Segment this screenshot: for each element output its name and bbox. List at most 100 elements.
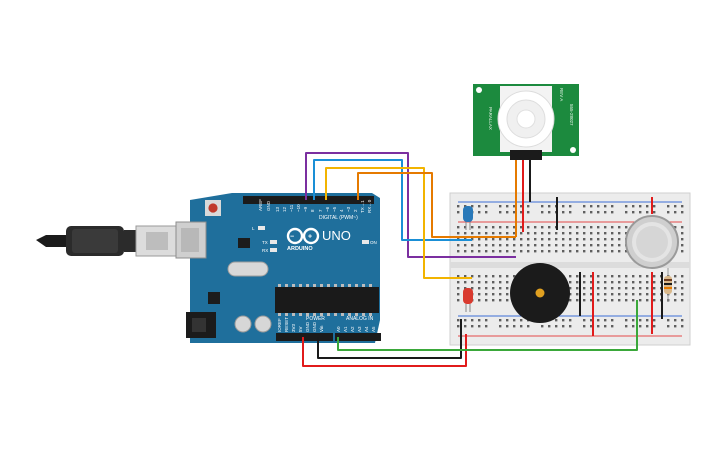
arduino-uno-board[interactable]: − + UNO ARDUINO DIGITAL (PWM~) ANALOG IN… (175, 193, 381, 343)
breadboard-hole (674, 287, 677, 290)
breadboard-hole (464, 287, 467, 290)
breadboard-hole (562, 325, 565, 328)
gnd-pin-label: GND (266, 200, 271, 211)
breadboard-hole (625, 232, 628, 235)
breadboard-hole (618, 250, 621, 253)
digital-pin-label: ~11 (289, 204, 294, 212)
breadboard-hole (548, 232, 551, 235)
breadboard-hole (513, 325, 516, 328)
breadboard-hole (485, 226, 488, 229)
piezo-buzzer[interactable] (510, 263, 570, 323)
breadboard-hole (604, 211, 607, 214)
breadboard-hole (520, 319, 523, 322)
breadboard-hole (499, 226, 502, 229)
wire-green-a0 (337, 300, 638, 351)
breadboard-hole (506, 319, 509, 322)
breadboard-hole (583, 250, 586, 253)
breadboard-hole (513, 211, 516, 214)
breadboard-hole (457, 299, 460, 302)
breadboard-hole (506, 205, 509, 208)
breadboard-hole (674, 299, 677, 302)
breadboard-hole (632, 205, 635, 208)
pir-left-label: PARALLAX (488, 107, 493, 130)
breadboard-hole (569, 299, 572, 302)
pir-right-label: 555-28027 (569, 104, 574, 126)
breadboard-hole (576, 244, 579, 247)
breadboard-hole (485, 319, 488, 322)
breadboard-hole (499, 293, 502, 296)
breadboard-hole (618, 281, 621, 284)
breadboard-hole (457, 281, 460, 284)
blue-led[interactable] (463, 206, 473, 230)
breadboard-hole (513, 319, 516, 322)
pir-motion-sensor[interactable]: PARALLAX 555-28027 REV A (473, 84, 579, 160)
svg-text:+: + (308, 234, 312, 241)
breadboard-hole (646, 211, 649, 214)
breadboard-hole (569, 250, 572, 253)
wire-yellow (325, 167, 472, 279)
breadboard-hole (625, 287, 628, 290)
breadboard-hole (499, 205, 502, 208)
breadboard-hole (590, 325, 593, 328)
breadboard-hole (471, 287, 474, 290)
breadboard-hole (611, 211, 614, 214)
breadboard-hole (632, 281, 635, 284)
breadboard-hole (492, 299, 495, 302)
breadboard-hole (499, 287, 502, 290)
breadboard-hole (492, 250, 495, 253)
breadboard-hole (597, 275, 600, 278)
breadboard-hole (471, 319, 474, 322)
breadboard-hole (611, 299, 614, 302)
breadboard-hole (674, 281, 677, 284)
breadboard-hole (632, 275, 635, 278)
breadboard-hole (590, 293, 593, 296)
breadboard-hole (618, 238, 621, 241)
breadboard-hole (492, 226, 495, 229)
breadboard-hole (485, 250, 488, 253)
digital-pin-label: 12 (282, 206, 287, 212)
breadboard-hole (457, 211, 460, 214)
breadboard-hole (464, 319, 467, 322)
breadboard-hole (625, 211, 628, 214)
breadboard-hole (485, 281, 488, 284)
wire-blue (313, 159, 472, 241)
breadboard-hole (562, 244, 565, 247)
breadboard-hole (569, 232, 572, 235)
breadboard-hole (667, 319, 670, 322)
breadboard-hole (583, 211, 586, 214)
breadboard-hole (667, 205, 670, 208)
wire-orange (357, 172, 516, 238)
breadboard-hole (527, 244, 530, 247)
breadboard-hole (534, 232, 537, 235)
breadboard-hole (597, 238, 600, 241)
resistor[interactable] (664, 268, 672, 302)
breadboard-hole (611, 275, 614, 278)
digital-pin-label: 7 (318, 209, 323, 212)
breadboard-hole (597, 250, 600, 253)
breadboard-hole (597, 205, 600, 208)
breadboard-hole (513, 250, 516, 253)
wire-black-gnd (317, 319, 462, 359)
gas-sensor[interactable] (625, 215, 679, 269)
breadboard-hole (464, 205, 467, 208)
breadboard-hole (590, 319, 593, 322)
breadboard-hole (590, 211, 593, 214)
breadboard-hole (590, 299, 593, 302)
breadboard-hole (485, 299, 488, 302)
breadboard-hole (471, 226, 474, 229)
breadboard-hole (653, 299, 656, 302)
breadboard-hole (583, 281, 586, 284)
breadboard-hole (576, 275, 579, 278)
breadboard-hole (618, 293, 621, 296)
breadboard-hole (618, 287, 621, 290)
breadboard-hole (569, 211, 572, 214)
analog-in-label: ANALOG IN (346, 316, 374, 322)
breadboard-hole (569, 275, 572, 278)
breadboard-hole (646, 275, 649, 278)
wires (302, 152, 663, 367)
breadboard-hole (639, 275, 642, 278)
digital-pin-label: 2 (353, 209, 358, 212)
red-led[interactable] (463, 288, 473, 312)
breadboard-hole (478, 244, 481, 247)
breadboard-hole (611, 205, 614, 208)
